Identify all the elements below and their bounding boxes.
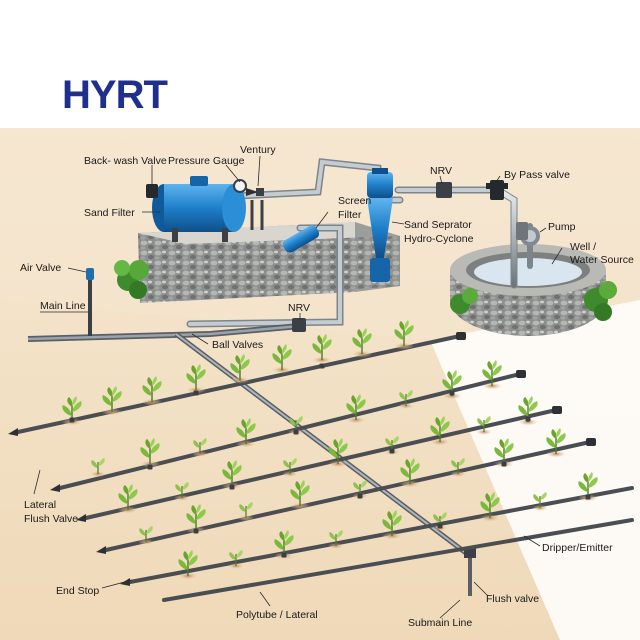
label-well-line2: Water Source: [570, 254, 634, 266]
main-line: [27, 323, 301, 342]
label-ball-valves: Ball Valves: [212, 339, 263, 351]
label-backwash-valve: Back- wash Valve: [84, 155, 167, 167]
submain-line: [174, 332, 476, 596]
screen-filter: [282, 225, 320, 253]
label-bypass-valve: By Pass valve: [504, 169, 570, 181]
bush-well-left: [450, 288, 478, 314]
bush-left: [114, 260, 149, 299]
venturi: [246, 188, 264, 230]
label-dripper: Dripper/Emitter: [542, 542, 613, 554]
nrv-top: [436, 182, 452, 198]
hydro-cyclone: [367, 168, 393, 282]
label-pressure-gauge: Pressure Gauge: [168, 155, 245, 167]
label-sand-separator-line2: Hydro-Cyclone: [404, 233, 474, 245]
lateral-end-caps: [8, 332, 596, 586]
label-nrv-top: NRV: [430, 165, 452, 177]
pressure-gauge: [233, 179, 247, 193]
label-end-stop: End Stop: [56, 585, 99, 597]
label-sand-separator-line1: Sand Seprator: [404, 219, 472, 231]
label-venturi: Ventury: [240, 144, 276, 156]
label-screen-filter-line2: Filter: [338, 209, 362, 221]
label-polytube: Polytube / Lateral: [236, 609, 318, 621]
brand-logo: HYRT: [62, 73, 167, 117]
label-nrv-main: NRV: [288, 302, 310, 314]
nrv-main: [292, 318, 306, 332]
label-well-line1: Well /: [570, 241, 596, 253]
label-flush-valve: Flush valve: [486, 593, 539, 605]
label-sand-filter: Sand Filter: [84, 207, 135, 219]
labels: Back- wash Valve Pressure Gauge Ventury …: [20, 144, 634, 629]
sand-filter-tank: [152, 176, 246, 242]
bypass-valve: [486, 180, 508, 200]
pump: [516, 222, 540, 246]
leader-lines: [33, 155, 563, 619]
label-main-line: Main Line: [40, 300, 86, 312]
well: [450, 244, 606, 336]
backwash-valve: [146, 184, 158, 198]
bush-well-right: [584, 281, 617, 321]
label-submain: Submain Line: [408, 617, 472, 629]
label-air-valve: Air Valve: [20, 262, 61, 274]
laterals: [16, 334, 634, 602]
air-valve: [86, 268, 94, 336]
label-lateral-flush-line1: Lateral: [24, 499, 56, 511]
label-lateral-flush-line2: Flush Valve: [24, 513, 78, 525]
label-screen-filter-line1: Screen: [338, 195, 371, 207]
label-pump: Pump: [548, 221, 576, 233]
